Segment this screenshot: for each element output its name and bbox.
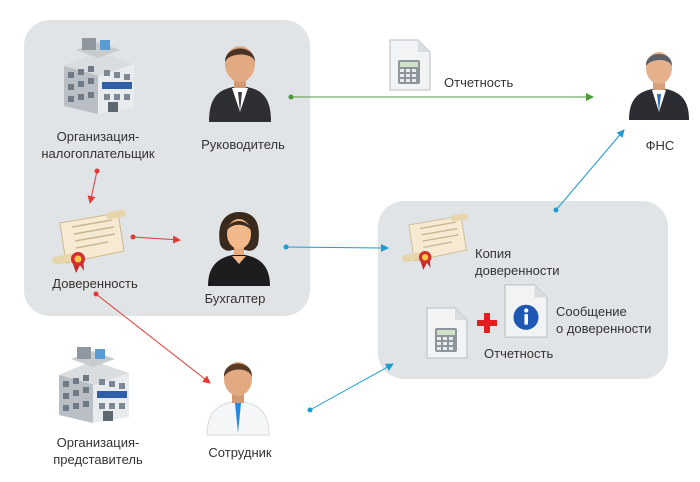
arrow-package-to-fns — [553, 129, 625, 213]
calculator-document-icon — [389, 39, 431, 91]
report-box-label: Отчетность — [484, 346, 554, 361]
report-top-label: Отчетность — [444, 75, 514, 90]
office-building-icon — [64, 38, 134, 114]
director-label: Руководитель — [201, 137, 285, 152]
scroll-document-icon — [52, 209, 126, 273]
arrow-org-to-poa — [87, 168, 100, 204]
org-representative-label: Организация- представитель — [53, 435, 143, 467]
employee-label: Сотрудник — [208, 445, 272, 460]
info-document-icon — [504, 284, 548, 338]
arrow-poa-to-employee — [93, 291, 211, 384]
plus-icon — [477, 313, 497, 333]
org-taxpayer-label: Организация- налогоплательщик — [41, 129, 155, 161]
arrow-director-to-fns — [288, 93, 594, 101]
message-label: Сообщение о доверенности — [556, 304, 652, 336]
office-building-icon — [59, 347, 129, 423]
poa-label: Доверенность — [52, 276, 138, 291]
scroll-document-icon — [401, 213, 469, 270]
accountant-label: Бухгалтер — [204, 291, 266, 306]
poa-copy-label: Копия доверенности — [475, 246, 560, 278]
employee-icon — [206, 362, 270, 436]
arrow-accountant-to-package — [283, 243, 389, 252]
businessman-icon — [209, 46, 271, 122]
businessman-icon — [629, 52, 689, 120]
calculator-document-icon — [426, 307, 468, 359]
fns-label: ФНС — [645, 138, 675, 153]
woman-accountant-icon — [208, 212, 270, 286]
arrow-employee-to-package — [307, 363, 394, 413]
arrow-poa-to-accountant — [130, 234, 181, 244]
